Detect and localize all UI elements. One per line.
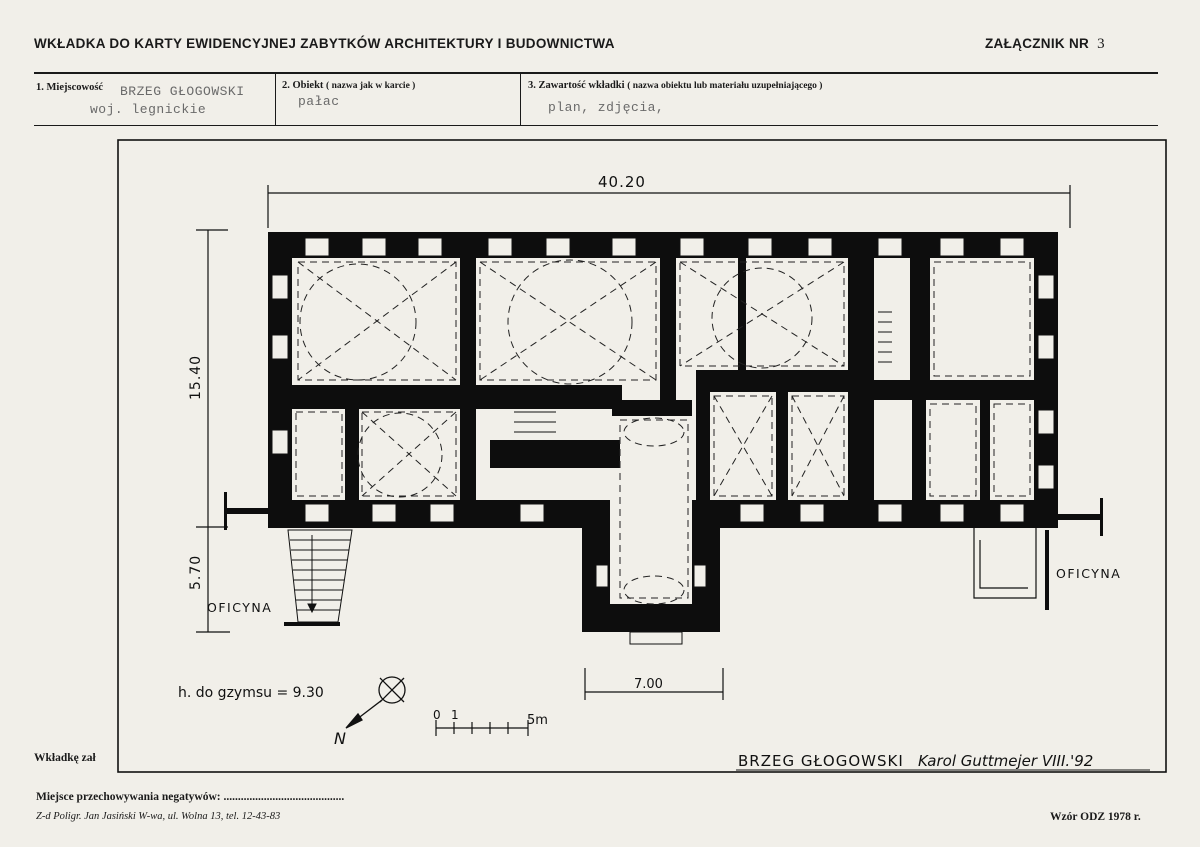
field-locality-label: 1. Miejscowość	[36, 82, 104, 93]
field-object-value: pałac	[298, 94, 340, 109]
wing-label-right: OFICYNA	[1056, 566, 1121, 581]
scale-label-0: 0	[433, 708, 441, 722]
printer-info: Z-d Poligr. Jan Jasiński W-wa, ul. Wolna…	[36, 811, 281, 822]
field-object-label: 2. Obiekt ( nazwa jak w karcie )	[282, 80, 415, 91]
wing-label-left: OFICYNA	[207, 600, 272, 615]
dimension-wing-label: 5.70	[188, 555, 204, 590]
field-contents-value: plan, zdjęcia,	[548, 100, 665, 115]
dimension-depth	[196, 229, 230, 633]
author-signature: Karol Guttmejer VIII.'92	[918, 752, 1093, 770]
attachment-number: 3	[1097, 36, 1105, 52]
building-walls	[268, 232, 1058, 632]
wing-connectors	[224, 492, 1103, 626]
drawing-frame	[117, 139, 1167, 773]
north-label: N	[334, 729, 346, 748]
table-divider-2	[520, 73, 521, 126]
field-contents-label-text: 3. Zawartość wkładki	[528, 80, 625, 91]
dimension-projection	[584, 668, 724, 700]
form-title: WKŁADKA DO KARTY EWIDENCYJNEJ ZABYTKÓW A…	[34, 36, 615, 51]
vault-lines	[295, 259, 1031, 605]
field-contents-label: 3. Zawartość wkładki ( nazwa obiektu lub…	[528, 80, 822, 91]
dimension-width	[267, 185, 1071, 228]
field-locality-value: BRZEG GŁOGOWSKI	[120, 84, 245, 99]
form-model: Wzór ODZ 1978 r.	[1050, 811, 1141, 823]
scale-bar	[435, 720, 529, 736]
table-divider-1	[275, 73, 276, 126]
scale-label-5: 5m	[527, 713, 548, 728]
negatives-storage: Miejsce przechowywania negatywów: ......…	[36, 791, 345, 803]
table-top-rule	[34, 72, 1158, 74]
attachments-label: Wkładkę zał	[34, 752, 96, 764]
north-arrow-icon	[345, 676, 406, 729]
right-wing-outline	[973, 528, 1037, 599]
dimension-projection-label: 7.00	[634, 677, 663, 692]
field-contents-note: ( nazwa obiektu lub materiału uzupełniaj…	[627, 81, 823, 91]
dimension-depth-label: 15.40	[188, 355, 204, 400]
drawing-caption: BRZEG GŁOGOWSKI	[738, 752, 904, 770]
cornice-height-label: h. do gzymsu = 9.30	[178, 685, 324, 701]
field-object-label-text: 2. Obiekt	[282, 80, 324, 91]
staircase	[287, 311, 892, 623]
attachment-label: ZAŁĄCZNIK NR 3	[985, 36, 1105, 53]
attachment-label-text: ZAŁĄCZNIK NR	[985, 36, 1090, 51]
field-object-note: ( nazwa jak w karcie )	[326, 81, 416, 91]
scale-label-1: 1	[451, 708, 459, 722]
windows	[271, 237, 1055, 645]
table-bottom-rule	[34, 125, 1158, 126]
dimension-width-label: 40.20	[598, 173, 646, 191]
field-locality-region: woj. legnickie	[90, 102, 207, 117]
